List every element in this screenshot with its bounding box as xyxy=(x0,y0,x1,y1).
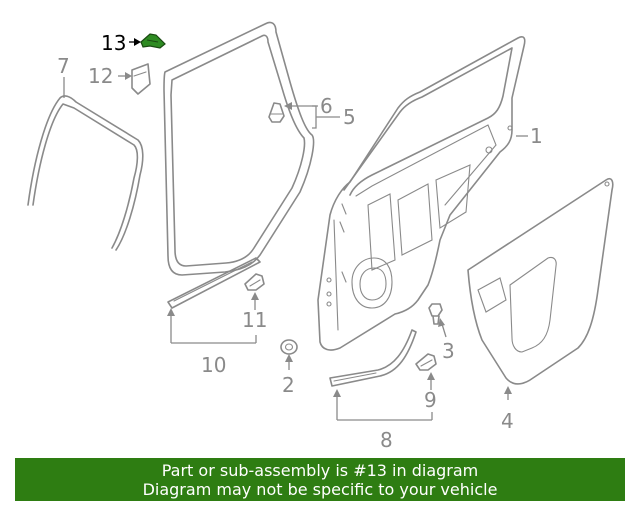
leader-10 xyxy=(167,308,257,344)
callout-7: 7 xyxy=(57,54,70,78)
callout-1: 1 xyxy=(530,124,543,148)
part-12-bracket xyxy=(131,63,151,95)
leader-12 xyxy=(118,72,132,80)
leader-6 xyxy=(284,102,318,110)
part-1-door-shell xyxy=(317,36,526,351)
callout-8: 8 xyxy=(380,428,393,452)
callout-5: 5 xyxy=(343,105,356,129)
callout-9: 9 xyxy=(424,388,437,412)
callout-11: 11 xyxy=(242,308,267,332)
banner-line-1: Part or sub-assembly is #13 in diagram xyxy=(161,461,479,480)
part-3-clip xyxy=(428,303,443,325)
part-9-clip xyxy=(415,353,437,371)
callout-6: 6 xyxy=(320,94,333,118)
part-2-grommet xyxy=(280,339,298,355)
callout-2: 2 xyxy=(282,373,295,397)
part-8-lower-molding xyxy=(329,329,417,387)
leader-8 xyxy=(333,389,433,421)
banner-line-2: Diagram may not be specific to your vehi… xyxy=(142,480,498,499)
part-7-window-run-channel xyxy=(27,95,144,251)
leader-3 xyxy=(438,318,447,338)
part-5-weatherstrip xyxy=(163,21,315,276)
callout-12: 12 xyxy=(88,64,113,88)
leader-2 xyxy=(285,354,293,370)
parts-diagram: 7 12 13 5 6 xyxy=(27,21,614,452)
leader-11 xyxy=(251,292,259,310)
callout-3: 3 xyxy=(442,339,455,363)
part-13-clip-highlighted xyxy=(140,33,166,49)
callout-10: 10 xyxy=(201,353,226,377)
leader-13 xyxy=(129,38,141,46)
callout-4: 4 xyxy=(501,409,514,433)
leader-4 xyxy=(504,386,512,400)
part-10-belt-molding xyxy=(167,257,261,309)
leader-9 xyxy=(427,372,435,390)
part-11-clip xyxy=(244,273,265,291)
info-banner: Part or sub-assembly is #13 in diagram D… xyxy=(15,458,625,501)
part-6-clip xyxy=(268,102,285,123)
part-4-sealing-screen xyxy=(467,177,614,385)
callout-13: 13 xyxy=(101,31,126,55)
